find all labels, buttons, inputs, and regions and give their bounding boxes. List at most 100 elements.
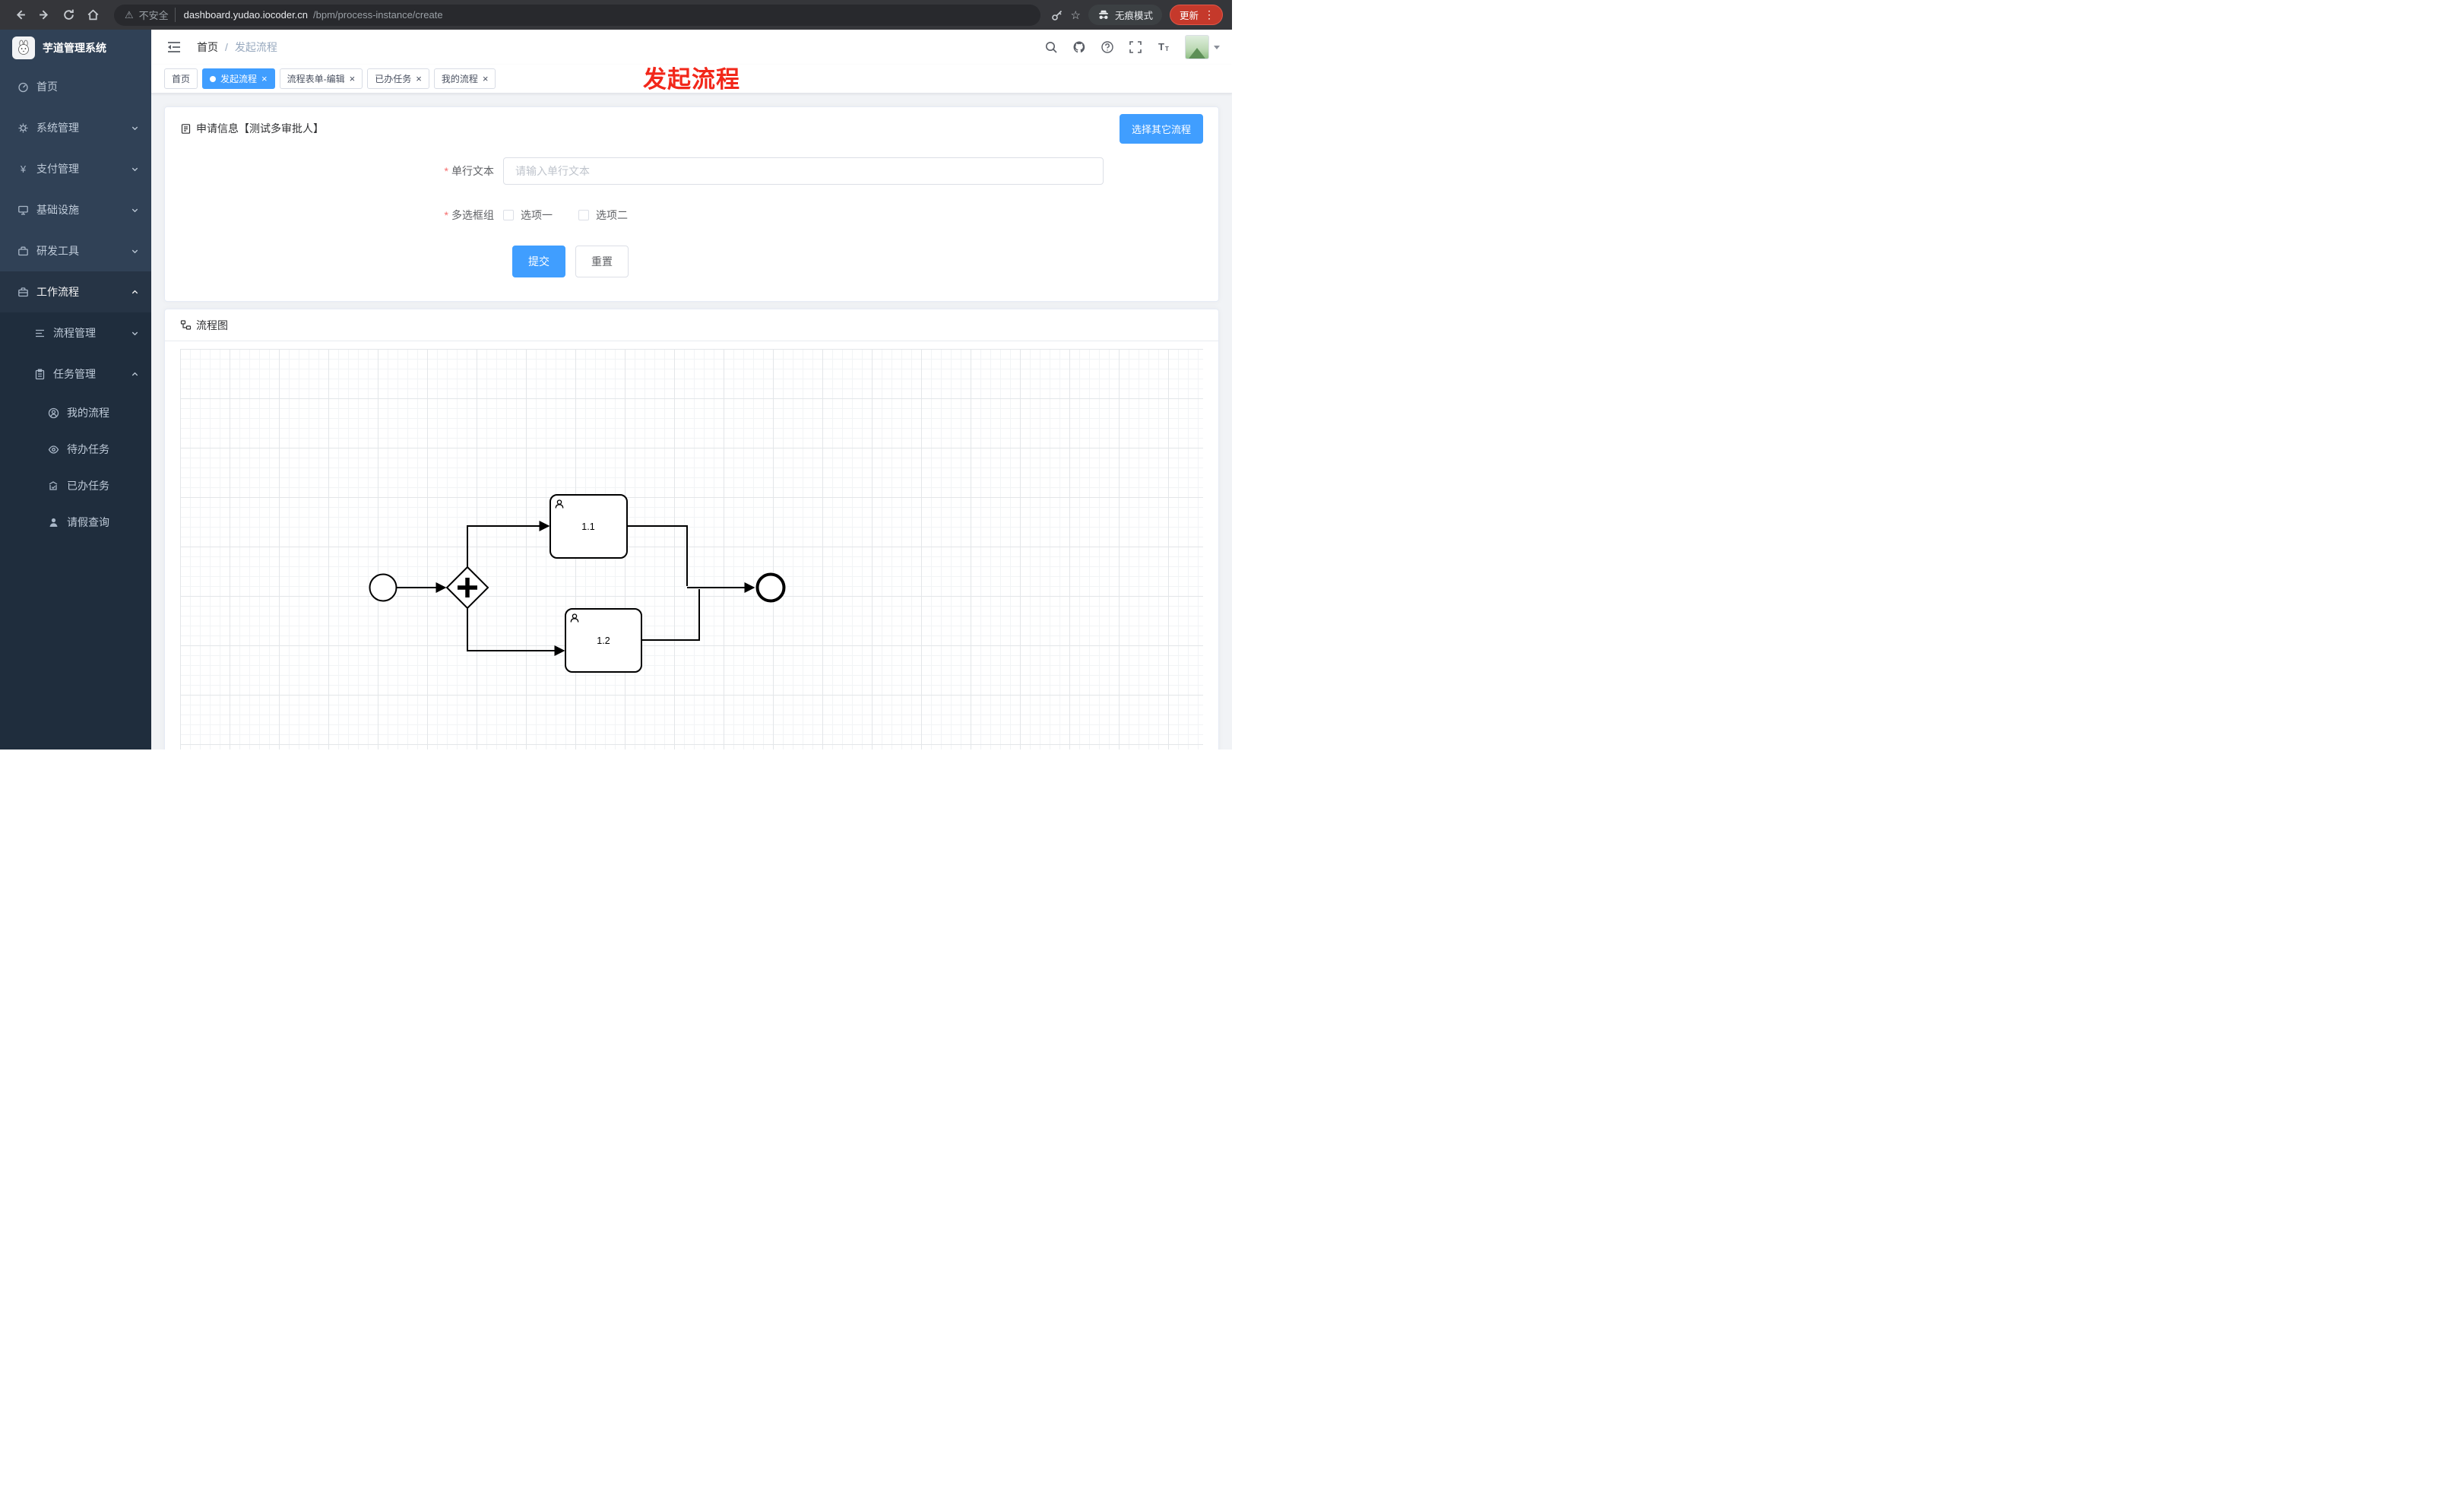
start-event	[369, 573, 397, 602]
sidebar: 芋道管理系统 首页 系统管理 ¥ 支付管理 基础设施 研发工具 工作	[0, 30, 151, 750]
sidebar-item-todo-tasks[interactable]: 待办任务	[0, 431, 151, 467]
fullscreen-icon[interactable]	[1129, 40, 1142, 54]
sidebar-item-home[interactable]: 首页	[0, 66, 151, 107]
sidebar-item-task-management[interactable]: 任务管理	[0, 353, 151, 395]
application-info-card: 申请信息【测试多审批人】 选择其它流程 *单行文本 *多选框组	[164, 106, 1219, 302]
sidebar-item-label: 基础设施	[36, 204, 79, 216]
sidebar-item-infrastructure[interactable]: 基础设施	[0, 189, 151, 230]
tab-label: 流程表单-编辑	[287, 74, 345, 84]
sidebar-item-process-management[interactable]: 流程管理	[0, 312, 151, 353]
bookmark-star-icon[interactable]: ☆	[1070, 8, 1081, 22]
chevron-up-icon	[131, 370, 139, 379]
sidebar-item-payment[interactable]: ¥ 支付管理	[0, 148, 151, 189]
application-form: *单行文本 *多选框组 选项一	[165, 150, 1218, 277]
tab-label: 我的流程	[441, 74, 478, 84]
select-other-process-button[interactable]: 选择其它流程	[1119, 113, 1203, 144]
sidebar-item-devtools[interactable]: 研发工具	[0, 230, 151, 271]
sidebar-item-workflow[interactable]: 工作流程	[0, 271, 151, 312]
checkbox-option-1[interactable]: 选项一	[503, 208, 553, 223]
form-row-checkbox-group: *多选框组 选项一 选项二	[165, 201, 1218, 229]
avatar[interactable]	[1185, 35, 1209, 59]
submit-button[interactable]: 提交	[512, 246, 565, 277]
tab-done-tasks[interactable]: 已办任务 ×	[367, 68, 429, 89]
tab-close-icon[interactable]: ×	[261, 73, 268, 84]
checkbox-option-2[interactable]: 选项二	[578, 208, 628, 223]
tab-close-icon[interactable]: ×	[349, 73, 356, 84]
sidebar-item-my-process[interactable]: 我的流程	[0, 395, 151, 431]
check-document-icon	[47, 480, 59, 492]
incognito-icon	[1098, 10, 1108, 19]
task-label: 1.1	[581, 521, 594, 532]
incognito-badge[interactable]: 无痕模式	[1088, 5, 1162, 25]
user-menu[interactable]	[1185, 35, 1220, 59]
eye-icon	[47, 443, 59, 455]
document-icon	[181, 123, 191, 134]
svg-text:T: T	[1165, 46, 1169, 52]
diagram-card-title-text: 流程图	[196, 318, 228, 331]
flow-task-1-2-to-merge	[641, 589, 700, 641]
update-label: 更新	[1179, 11, 1199, 21]
sidebar-item-label: 首页	[36, 81, 58, 93]
dashboard-icon	[17, 81, 29, 93]
bpmn-canvas: 1.1 1.2	[180, 349, 1203, 750]
sidebar-toggle-icon[interactable]	[163, 36, 185, 58]
caret-down-icon	[1214, 45, 1220, 49]
search-icon[interactable]	[1044, 40, 1058, 54]
gear-icon	[17, 122, 29, 134]
checkbox-icon[interactable]	[578, 210, 589, 220]
sidebar-item-system[interactable]: 系统管理	[0, 107, 151, 148]
user-task-1-1: 1.1	[549, 494, 628, 559]
form-buttons: 提交 重置	[165, 246, 1218, 277]
sidebar-item-label: 研发工具	[36, 245, 79, 257]
security-label[interactable]: 不安全	[139, 8, 176, 22]
github-icon[interactable]	[1072, 40, 1086, 54]
avatar-image-placeholder	[1189, 48, 1205, 59]
sidebar-item-label: 流程管理	[53, 327, 96, 339]
browser-update-button[interactable]: 更新 ⋮	[1169, 5, 1223, 25]
tab-close-icon[interactable]: ×	[482, 73, 489, 84]
sidebar-item-label: 已办任务	[67, 480, 109, 492]
address-bar[interactable]: ⚠ 不安全 dashboard.yudao.iocoder.cn/bpm/pro…	[114, 4, 1040, 26]
checkbox-label: 选项一	[521, 209, 553, 221]
single-line-text-label: *单行文本	[165, 163, 503, 179]
help-icon[interactable]	[1101, 40, 1114, 54]
password-key-icon[interactable]	[1051, 9, 1063, 21]
checkbox-group: 选项一 选项二	[503, 201, 654, 229]
browser-reload-icon[interactable]	[58, 5, 79, 26]
chevron-down-icon	[131, 329, 139, 338]
browser-forward-icon[interactable]	[33, 5, 55, 26]
app-title: 芋道管理系统	[43, 42, 106, 54]
reset-button[interactable]: 重置	[575, 246, 629, 277]
sidebar-item-done-tasks[interactable]: 已办任务	[0, 467, 151, 504]
sidebar-item-label: 支付管理	[36, 163, 79, 175]
sidebar-item-label: 任务管理	[53, 368, 96, 380]
process-diagram-card: 流程图	[164, 309, 1219, 750]
breadcrumb-home[interactable]: 首页	[197, 41, 218, 53]
application-card-title-text: 申请信息【测试多审批人】	[196, 122, 324, 135]
browser-menu-dots-icon[interactable]: ⋮	[1204, 8, 1215, 21]
diagram-body: 1.1 1.2	[165, 341, 1218, 750]
yen-icon: ¥	[17, 163, 29, 175]
browser-actions: ☆ 无痕模式 更新 ⋮	[1051, 5, 1223, 25]
sidebar-item-label: 请假查询	[67, 516, 109, 528]
headset-person-icon	[47, 407, 59, 419]
application-card-title: 申请信息【测试多审批人】	[180, 121, 324, 136]
tag-tabs-bar: 首页 发起流程 × 流程表单-编辑 × 已办任务 × 我的流程 ×	[151, 65, 1232, 93]
parallel-gateway	[445, 566, 489, 610]
checkbox-icon[interactable]	[503, 210, 514, 220]
sidebar-item-leave-query[interactable]: 请假查询	[0, 504, 151, 540]
tab-my-process[interactable]: 我的流程 ×	[433, 68, 496, 89]
person-icon	[47, 516, 59, 528]
single-line-text-input[interactable]	[503, 157, 1104, 185]
browser-home-icon[interactable]	[82, 5, 103, 26]
tab-process-form-edit[interactable]: 流程表单-编辑 ×	[279, 68, 363, 89]
tab-start-process[interactable]: 发起流程 ×	[202, 68, 275, 89]
chevron-down-icon	[131, 206, 139, 214]
tab-home[interactable]: 首页	[164, 68, 198, 89]
flowchart-icon	[180, 320, 192, 330]
task-label: 1.2	[597, 635, 610, 646]
tab-close-icon[interactable]: ×	[416, 73, 422, 84]
browser-back-icon[interactable]	[9, 5, 30, 26]
